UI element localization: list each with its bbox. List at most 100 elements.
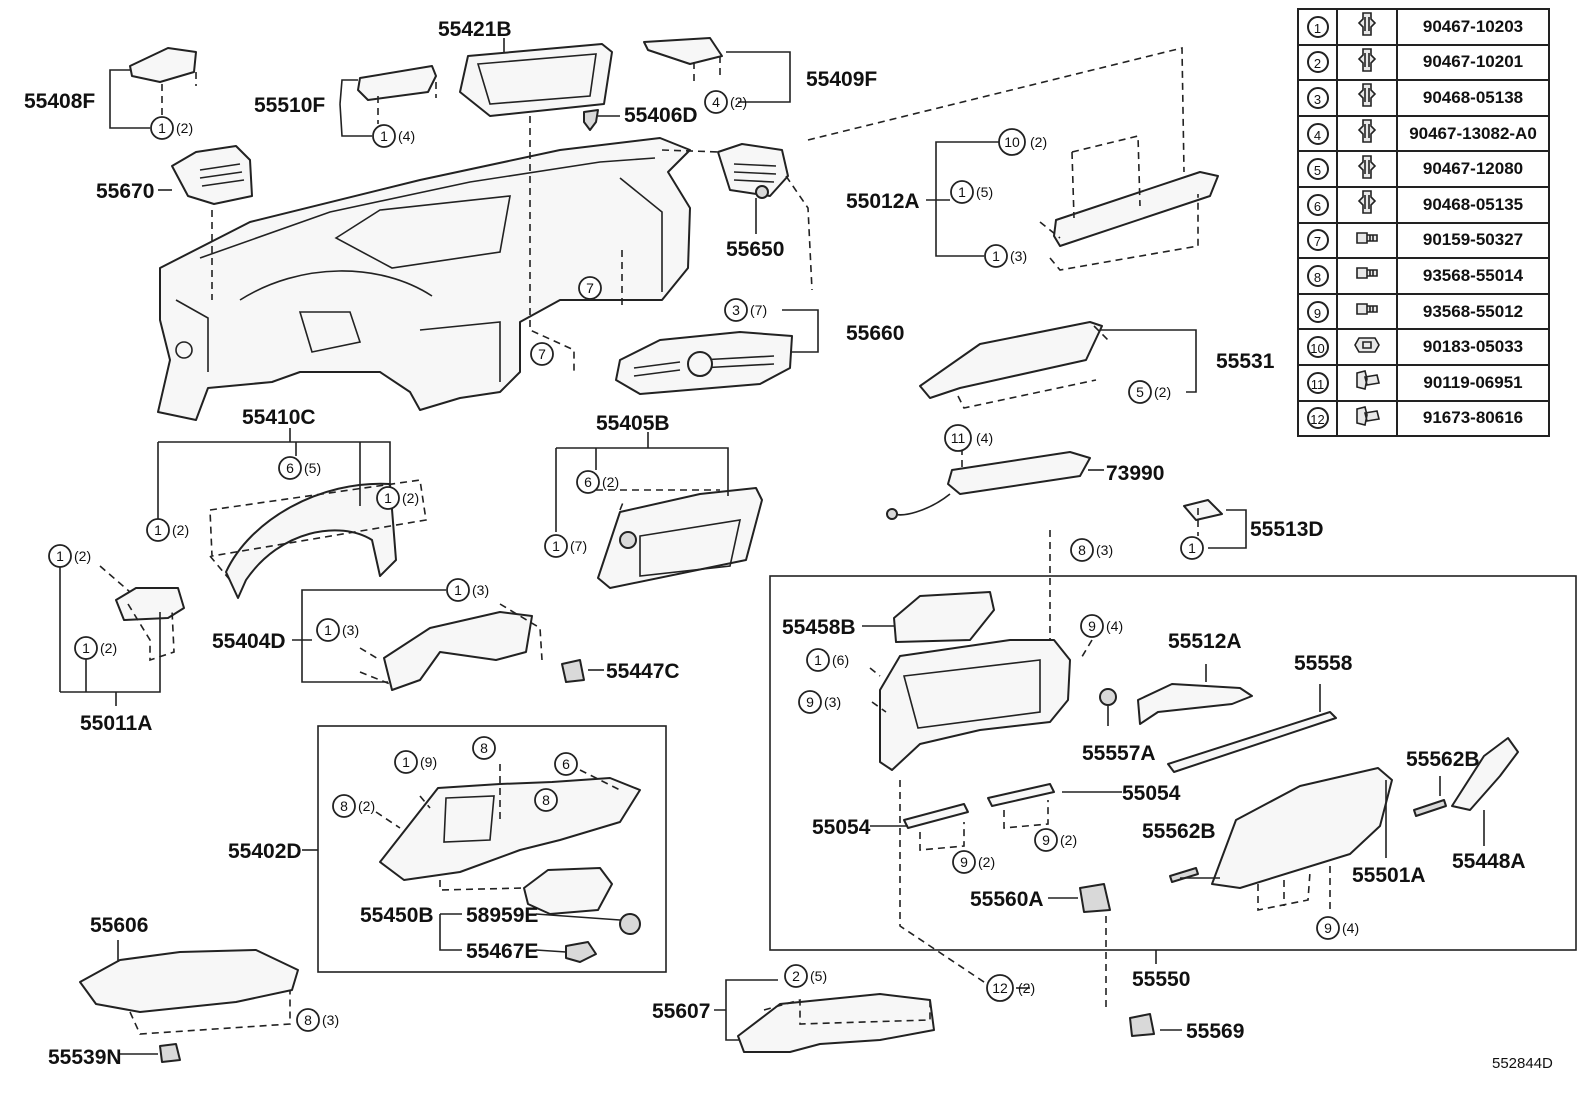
fastener-key: 2 xyxy=(1306,51,1329,74)
side-cover-left xyxy=(129,47,197,83)
svg-text:1: 1 xyxy=(958,184,966,200)
fastener-key-cell: 10 xyxy=(1297,328,1338,366)
label-55406D: 55406D xyxy=(624,104,698,127)
dash-trim-strip xyxy=(1053,171,1219,247)
upper-cover xyxy=(357,65,437,101)
svg-text:9: 9 xyxy=(1088,618,1096,634)
clip-icon xyxy=(1357,48,1377,72)
callout-c30: 8 xyxy=(534,788,558,812)
callout-c07: 7 xyxy=(578,276,602,300)
callout-c16: 11(4) xyxy=(944,424,993,452)
svg-text:7: 7 xyxy=(586,280,594,296)
callout-c33: 9(4) xyxy=(1316,916,1359,940)
label-55560A: 55560A xyxy=(970,888,1044,911)
label-55448A: 55448A xyxy=(1452,850,1526,873)
fastener-key: 12 xyxy=(1306,407,1329,430)
fastener-key-cell: 12 xyxy=(1297,399,1338,438)
svg-text:(2): (2) xyxy=(1060,832,1077,848)
callout-c05: 1(5) xyxy=(950,180,993,204)
lower-bracket xyxy=(523,867,613,915)
svg-text:(5): (5) xyxy=(304,460,321,476)
knob xyxy=(619,913,641,935)
svg-text:(2): (2) xyxy=(74,548,91,564)
label-55531: 55531 xyxy=(1216,350,1275,373)
fastener-key-cell: 6 xyxy=(1297,185,1338,224)
label-55450B: 55450B xyxy=(360,904,434,927)
label-55409F: 55409F xyxy=(806,68,877,91)
fastener-key: 5 xyxy=(1306,158,1329,181)
bolt-icon xyxy=(1356,370,1380,391)
glovebox-door xyxy=(1211,767,1393,889)
label-55539N: 55539N xyxy=(48,1046,122,1069)
door-side-trim xyxy=(1451,737,1519,811)
svg-text:1: 1 xyxy=(82,640,90,656)
fastener-icon-cell xyxy=(1336,221,1398,260)
label-58959E: 58959E xyxy=(466,904,538,927)
meter-hood xyxy=(459,43,613,117)
fastener-icon-cell xyxy=(1336,79,1398,117)
callout-c09: 3(7) xyxy=(724,298,767,322)
svg-text:6: 6 xyxy=(286,460,294,476)
callout-c15: 1(7) xyxy=(544,534,587,558)
callout-c29: 8(2) xyxy=(332,794,375,818)
fastener-key: 6 xyxy=(1306,193,1329,216)
label-55562B-upper: 55562B xyxy=(1406,748,1480,771)
fastener-key-cell: 3 xyxy=(1297,79,1338,117)
label-55054-right: 55054 xyxy=(1122,782,1181,805)
svg-text:(3): (3) xyxy=(472,582,489,598)
label-55650: 55650 xyxy=(726,238,784,261)
label-55607: 55607 xyxy=(652,1000,710,1023)
socket xyxy=(565,941,597,963)
meter-bezel xyxy=(225,482,397,599)
clip-icon xyxy=(1357,83,1377,108)
fastener-icon-cell xyxy=(1336,43,1398,82)
fastener-icon-cell xyxy=(1336,257,1398,295)
callout-c31: 9(2) xyxy=(952,850,995,874)
screw-icon xyxy=(1356,303,1378,315)
side-vent-right xyxy=(717,143,789,199)
svg-text:2: 2 xyxy=(792,968,800,984)
callout-c28: 6 xyxy=(554,752,578,776)
label-55011A: 55011A xyxy=(80,712,152,735)
callout-c26: 1(9) xyxy=(394,750,437,774)
svg-text:1: 1 xyxy=(552,538,560,554)
svg-text:(2): (2) xyxy=(602,474,619,490)
label-55501A: 55501A xyxy=(1352,864,1426,887)
panel-connector xyxy=(561,659,585,683)
fastener-row: 3 90468-05138 xyxy=(1297,79,1550,117)
callout-c22: 1(3) xyxy=(316,618,359,642)
leader-lines xyxy=(59,38,1485,1055)
svg-text:(2): (2) xyxy=(100,640,117,656)
label-55458B: 55458B xyxy=(782,616,856,639)
svg-text:8: 8 xyxy=(480,740,488,756)
screw-icon xyxy=(1356,232,1378,244)
svg-text:1: 1 xyxy=(384,490,392,506)
svg-text:8: 8 xyxy=(340,798,348,814)
wire-harness xyxy=(886,451,1091,520)
svg-text:(2): (2) xyxy=(1018,980,1035,996)
callout-c21: 1(3) xyxy=(446,578,489,602)
glovebox-housing xyxy=(879,639,1071,771)
svg-text:6: 6 xyxy=(584,474,592,490)
fastener-part-number: 90159-50327 xyxy=(1396,221,1550,260)
fastener-icon-cell xyxy=(1336,363,1398,402)
side-cover-right xyxy=(643,37,723,65)
svg-text:(4): (4) xyxy=(398,128,415,144)
fastener-part-number: 93568-55014 xyxy=(1396,257,1550,295)
label-55421B: 55421B xyxy=(438,18,512,41)
glovebox-group-box xyxy=(769,575,1577,951)
fastener-part-number: 90467-12080 xyxy=(1396,150,1550,188)
fastener-icon-cell xyxy=(1336,150,1398,188)
fastener-key: 10 xyxy=(1306,336,1329,359)
svg-text:9: 9 xyxy=(1324,920,1332,936)
panel-reinforcement xyxy=(919,321,1103,399)
fastener-part-number: 90183-05033 xyxy=(1396,328,1550,366)
callout-c32: 9(2) xyxy=(1034,828,1077,852)
fastener-part-number: 90468-05138 xyxy=(1396,79,1550,117)
hinge-left xyxy=(903,803,969,829)
callout-c11: 6 (5) xyxy=(278,456,321,480)
fastener-key: 7 xyxy=(1306,229,1329,252)
